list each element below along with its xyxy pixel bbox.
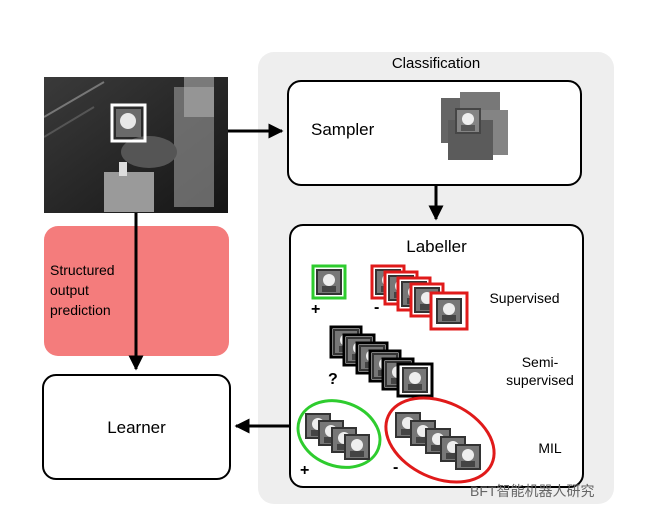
learner-label: Learner bbox=[107, 418, 166, 437]
supervised-positive-sign: + bbox=[311, 301, 321, 318]
classification-title: Classification bbox=[391, 55, 481, 72]
semi-supervised-samples bbox=[329, 325, 434, 398]
input-frame-image bbox=[44, 77, 228, 213]
mil-positive-sign: + bbox=[300, 462, 310, 479]
sampler-label: Sampler bbox=[311, 120, 375, 139]
supervised-negative-samples bbox=[370, 264, 469, 331]
structured-output-prediction-label: Structured output prediction bbox=[50, 262, 115, 318]
sampler-sample-stack bbox=[441, 92, 508, 160]
labeller-title: Labeller bbox=[406, 237, 467, 256]
watermark: BFT智能机器人研究 bbox=[470, 483, 595, 499]
mil-negative-sign: - bbox=[393, 459, 399, 476]
learner-box bbox=[42, 374, 231, 480]
semi-supervised-label: Semi- supervised bbox=[506, 354, 574, 388]
supervised-label: Supervised bbox=[489, 290, 560, 306]
sampler-box bbox=[287, 80, 582, 186]
mil-label: MIL bbox=[538, 440, 562, 456]
semi-supervised-unknown-sign: ? bbox=[328, 371, 338, 388]
supervised-negative-sign: - bbox=[374, 299, 380, 316]
